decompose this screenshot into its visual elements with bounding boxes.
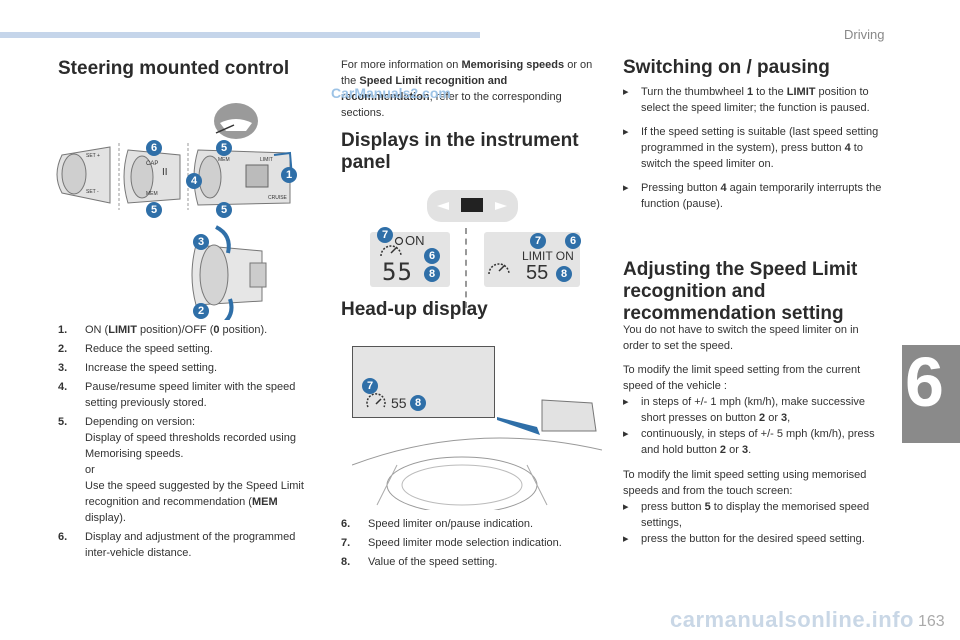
list-item: 3.Increase the speed setting.: [58, 362, 218, 374]
left-list: 1.ON (LIMIT position)/OFF (0 position). …: [58, 322, 308, 564]
speedometer-icon: [366, 393, 386, 408]
watermark-bottom: carmanualsonline.info: [670, 607, 914, 632]
arrow-bullet-icon: ▸: [623, 396, 629, 408]
adjust-paragraph-3: To modify the limit speed setting using …: [623, 469, 867, 497]
list-item: ▸Turn the thumbwheel 1 to the LIMIT posi…: [623, 86, 870, 114]
arrow-bullet-icon: ▸: [623, 501, 629, 513]
arrow-bullet-icon: ▸: [623, 428, 629, 440]
middle-stalk: CAP MEM II: [123, 143, 189, 210]
badge-6: 6: [565, 233, 581, 249]
left-stalk: SET + SET -: [56, 143, 120, 210]
arrow-bullet-icon: ▸: [623, 126, 629, 138]
arrow-bullet-icon: ▸: [623, 86, 629, 98]
intro-paragraph: For more information on Memorising speed…: [341, 59, 593, 119]
svg-text:MEM: MEM: [218, 157, 230, 163]
list-item: ▸If the speed setting is suitable (last …: [623, 126, 879, 170]
badge-5b: 5: [146, 202, 162, 218]
badge-8: 8: [410, 395, 426, 411]
badge-3: 3: [193, 234, 209, 250]
right-stalk: MEM LIMIT CRUISE: [193, 149, 293, 206]
svg-text:SET -: SET -: [86, 189, 99, 195]
speedometer-icon: [488, 263, 510, 275]
page-number: 163: [918, 613, 945, 630]
list-item: ▸press the button for the desired speed …: [623, 533, 865, 545]
list-item: ▸continuously, in steps of +/- 5 mph (km…: [623, 428, 875, 456]
svg-text:SET +: SET +: [86, 153, 100, 159]
display-divider: [465, 228, 467, 308]
svg-text:II: II: [162, 167, 168, 178]
list-item: 1.ON (LIMIT position)/OFF (0 position).: [58, 324, 268, 336]
speedometer-icon: [380, 245, 402, 257]
list-item: ▸Pressing button 4 again temporarily int…: [623, 182, 882, 210]
badge-2: 2: [193, 303, 209, 319]
badge-4: 4: [186, 173, 202, 189]
steering-title: Steering mounted control: [58, 58, 290, 79]
adjust-list-2: ▸press button 5 to display the memorised…: [623, 499, 885, 547]
adjust-paragraph-2: To modify the limit speed setting from t…: [623, 364, 861, 392]
badge-6: 6: [146, 140, 162, 156]
badge-7: 7: [377, 227, 393, 243]
watermark-top: CarManuals2.com: [331, 85, 451, 101]
instrument-panel-icon: [427, 190, 518, 222]
badge-8: 8: [556, 266, 572, 282]
switch-list: ▸Turn the thumbwheel 1 to the LIMIT posi…: [623, 84, 883, 220]
arrow-bullet-icon: ▸: [623, 182, 629, 194]
list-item: 5. Depending on version:Display of speed…: [58, 416, 304, 524]
badge-6: 6: [424, 248, 440, 264]
hud-dashboard-illustration: [352, 399, 602, 510]
header-bar: [0, 32, 480, 38]
badge-7: 7: [530, 233, 546, 249]
svg-text:CAP: CAP: [146, 161, 158, 167]
arrow-bullet-icon: ▸: [623, 533, 629, 545]
section-label: Driving: [844, 27, 885, 42]
switch-title: Switching on / pausing: [623, 57, 830, 78]
steering-wheel-icon: [214, 103, 258, 139]
list-item: 8.Value of the speed setting.: [341, 556, 498, 568]
steering-diagram: SET + SET - CAP MEM II MEM LIMIT CRUISE: [56, 103, 293, 320]
list-item: ▸in steps of +/- 1 mph (km/h), make succ…: [623, 396, 866, 424]
lower-stalk: [191, 225, 267, 320]
list-item: 6.Speed limiter on/pause indication.: [341, 518, 534, 530]
hud-title: Head-up display: [341, 299, 488, 320]
svg-text:LIMIT: LIMIT: [260, 157, 273, 163]
adjust-paragraph-1: You do not have to switch the speed limi…: [623, 324, 859, 352]
chapter-number: 6: [905, 343, 944, 421]
middle-list: 6.Speed limiter on/pause indication. 7.S…: [341, 516, 601, 573]
badge-8: 8: [424, 266, 440, 282]
badge-7: 7: [362, 378, 378, 394]
svg-text:MEM: MEM: [146, 191, 158, 197]
adjust-title: Adjusting the Speed Limit recognition an…: [623, 259, 858, 324]
list-item: 4.Pause/resume speed limiter with the sp…: [58, 381, 296, 409]
displays-title: Displays in the instrument panel: [341, 130, 579, 173]
badge-1: 1: [281, 167, 297, 183]
adjust-list-1: ▸in steps of +/- 1 mph (km/h), make succ…: [623, 394, 885, 458]
list-item: 7.Speed limiter mode selection indicatio…: [341, 537, 562, 549]
badge-5c: 5: [216, 202, 232, 218]
list-item: ▸press button 5 to display the memorised…: [623, 501, 870, 529]
list-item: 2.Reduce the speed setting.: [58, 343, 213, 355]
chapter-tab: [902, 345, 960, 443]
badge-5: 5: [216, 140, 232, 156]
svg-text:CRUISE: CRUISE: [268, 195, 288, 201]
list-item: 6.Display and adjustment of the programm…: [58, 531, 296, 559]
